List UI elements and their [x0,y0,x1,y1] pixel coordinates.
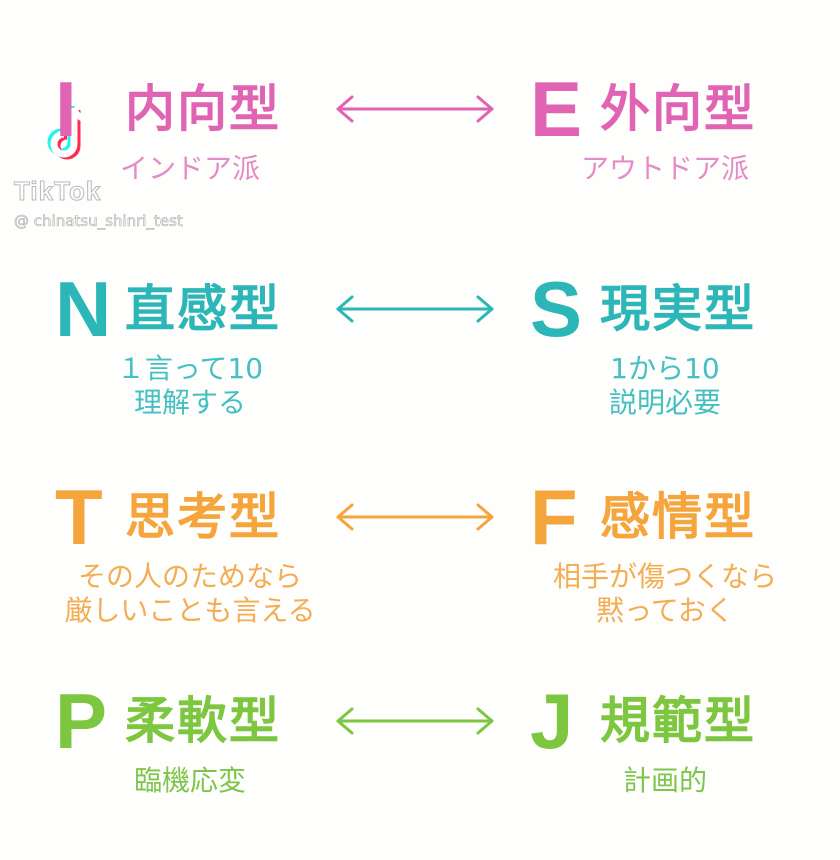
type-letter: E [530,65,583,153]
type-perceiving: P 柔軟型 臨機応変 [55,677,325,798]
type-title: 感情型 [600,488,756,546]
type-description: 相手が傷つくなら 黙っておく [552,560,777,627]
double-arrow-icon [336,707,494,735]
type-description: 1から10 説明必要 [608,352,721,419]
type-letter: I [55,65,77,153]
tiktok-watermark: TikTok @ chinatsu_shinri_test [13,84,274,234]
type-title: 柔軟型 [125,692,281,750]
type-introvert: I 内向型 インドア派 [55,65,325,186]
type-title: 直感型 [125,280,281,338]
tiktok-logo-icon [47,106,91,160]
type-letter: P [55,677,108,765]
type-title: 思考型 [125,488,281,546]
type-description: インドア派 [119,152,260,185]
type-title: 現実型 [600,280,756,338]
type-feeling: F 感情型 相手が傷つくなら 黙っておく [530,473,800,628]
type-title: 外向型 [600,80,756,138]
pair-row-ie: I 内向型 インドア派 E 外向型 アウトドア派 [0,65,840,242]
double-arrow-icon [336,295,494,323]
type-intuitive: N 直感型 １言って10 理解する [55,265,325,420]
type-letter: N [55,265,112,353]
type-title: 内向型 [125,80,281,138]
type-judging: J 規範型 計画的 [530,677,800,798]
pair-row-pj: P 柔軟型 臨機応変 J 規範型 計画的 [0,677,840,854]
double-arrow-icon [336,95,494,123]
tiktok-brand-text: TikTok [13,176,102,207]
type-description: その人のためなら 厳しいことも言える [64,560,316,627]
type-description: アウトドア派 [580,152,749,185]
type-sensing: S 現実型 1から10 説明必要 [530,265,800,420]
type-title: 規範型 [600,692,756,750]
tiktok-handle-text: @ chinatsu_shinri_test [14,212,183,231]
pair-row-tf: T 思考型 その人のためなら 厳しいことも言える F 感情型 相手が傷つくなら … [0,473,840,650]
type-description: １言って10 理解する [116,352,264,419]
type-letter: T [55,473,103,561]
double-arrow-icon [336,503,494,531]
type-letter: F [530,473,578,561]
type-letter: J [530,677,574,765]
type-description: 臨機応変 [133,764,246,797]
type-description: 計画的 [622,764,707,797]
type-letter: S [530,265,583,353]
pair-row-ns: N 直感型 １言って10 理解する S 現実型 1から10 説明必要 [0,265,840,442]
type-thinking: T 思考型 その人のためなら 厳しいことも言える [55,473,325,628]
type-extrovert: E 外向型 アウトドア派 [530,65,800,186]
